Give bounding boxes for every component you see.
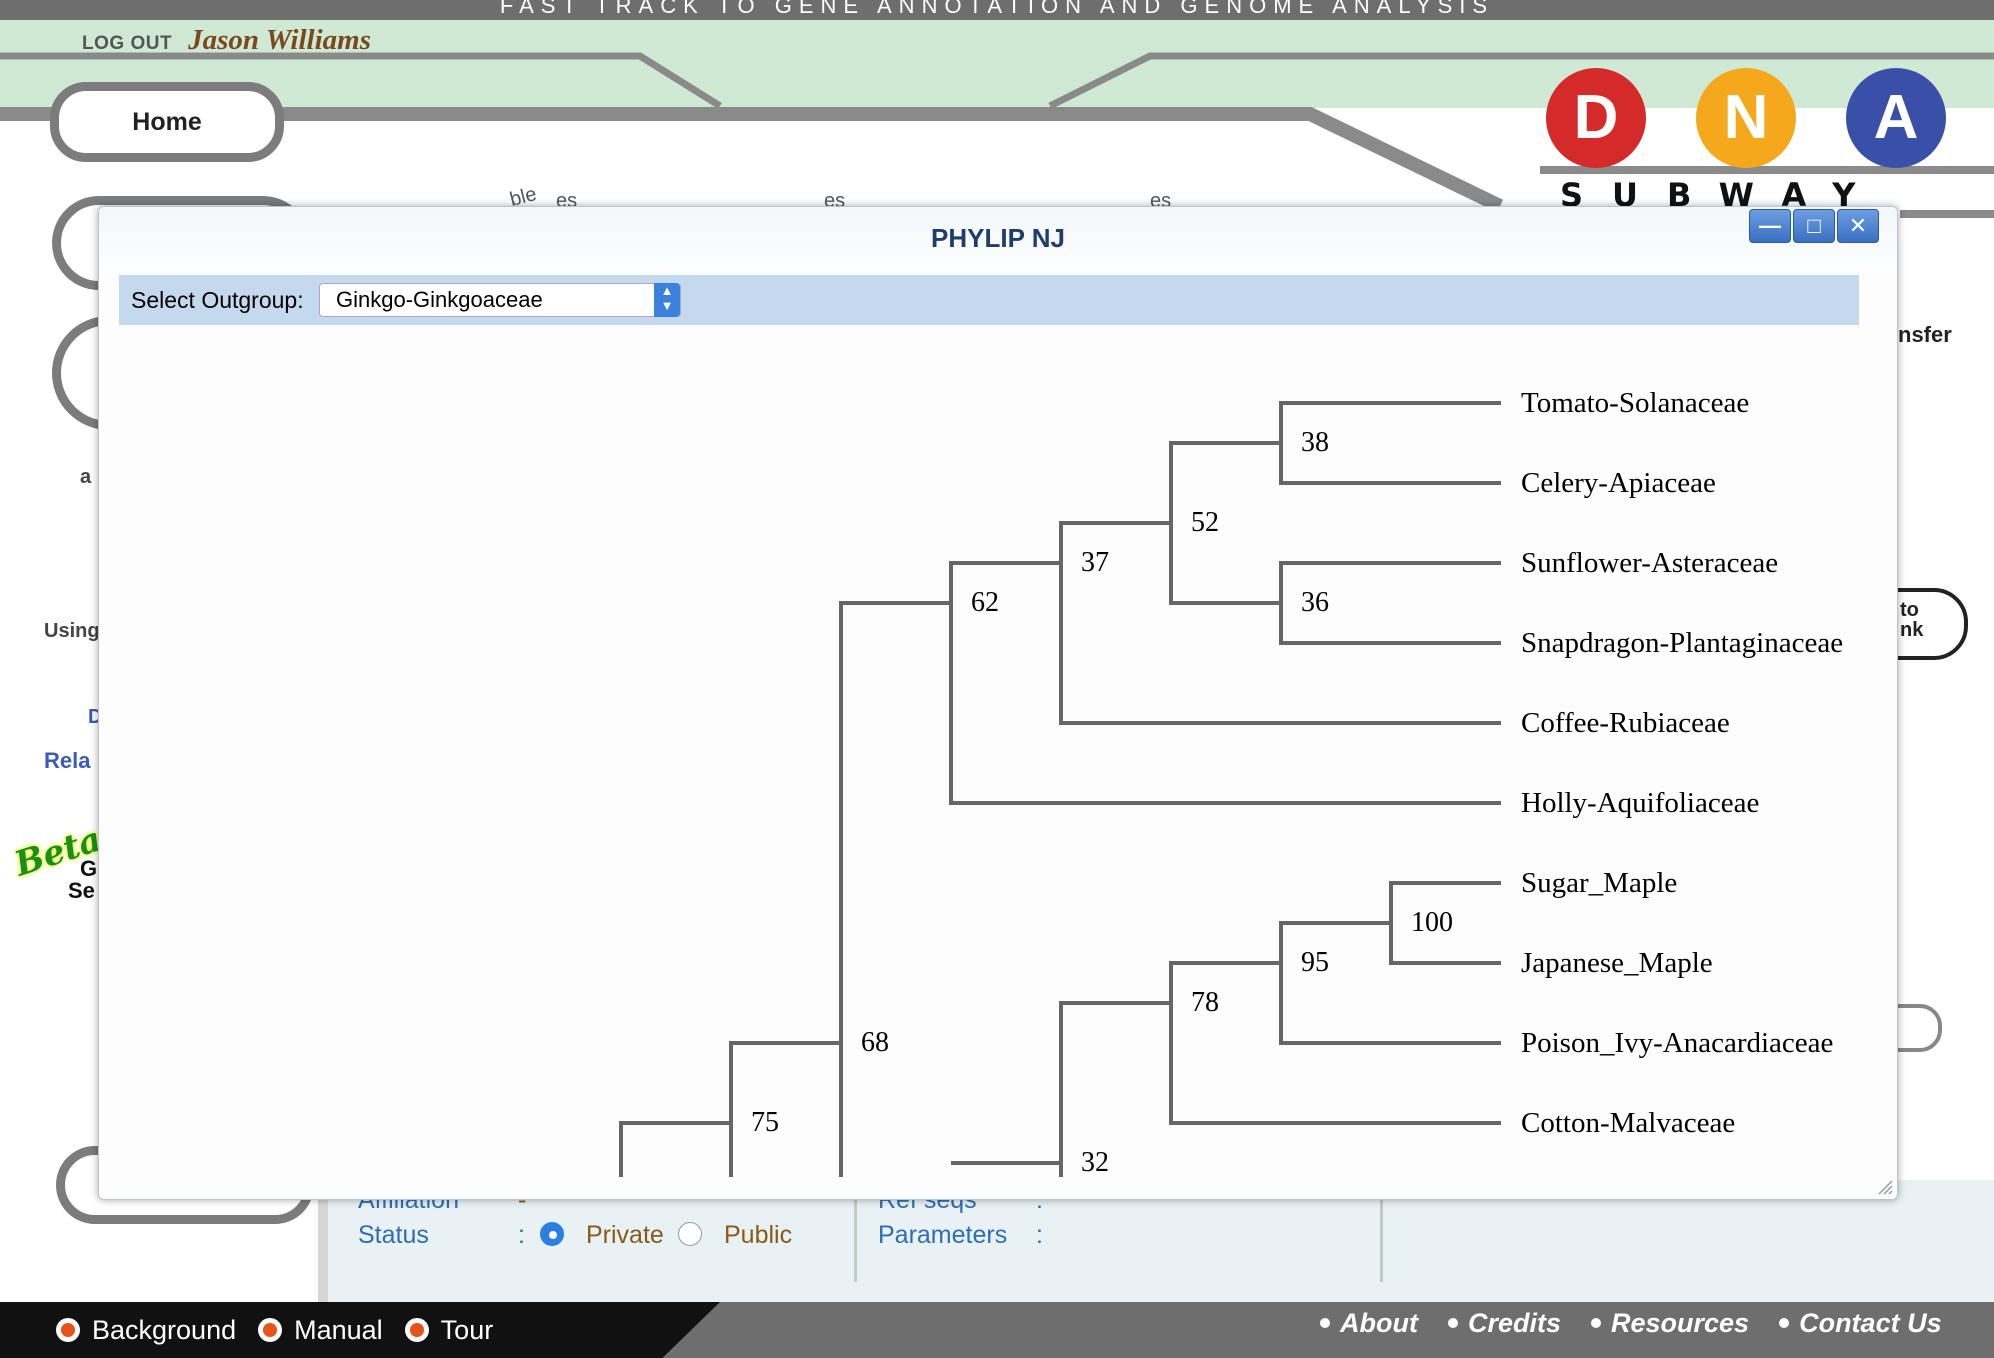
taxon-label: Celery-Apiaceae	[1521, 467, 1716, 499]
close-icon[interactable]: ✕	[1837, 209, 1879, 243]
bullet-icon	[404, 1318, 429, 1342]
user-bar: LOG OUT Jason Williams	[82, 24, 371, 56]
footer-manual-label: Manual	[294, 1314, 383, 1345]
logo-d-circle: D	[1546, 68, 1646, 168]
logo-n-circle: N	[1696, 68, 1796, 168]
bg-button-line-1: to	[1900, 599, 1919, 621]
public-label: Public	[724, 1221, 793, 1249]
logo-letter-d: D	[1573, 83, 1619, 152]
phylip-modal: PHYLIP NJ — □ ✕ Select Outgroup: Ginkgo-…	[98, 206, 1898, 1200]
bg-fragment-se: Se	[68, 878, 95, 903]
bg-fragment-a: a	[80, 466, 92, 488]
taxon-label: Sunflower-Asteraceae	[1521, 547, 1778, 579]
top-banner: FAST TRACK TO GENE ANNOTATION AND GENOME…	[0, 0, 1994, 20]
taxon-label: Japanese_Maple	[1521, 947, 1713, 979]
parameters-label: Parameters	[878, 1221, 1008, 1249]
taxon-label: Cotton-Malvaceae	[1521, 1107, 1735, 1139]
bootstrap-value: 52	[1191, 507, 1219, 538]
footer-background-link[interactable]: Background	[56, 1315, 236, 1346]
bootstrap-value: 37	[1081, 547, 1109, 578]
footer-about-link[interactable]: About	[1320, 1308, 1418, 1339]
outgroup-selected-value: Ginkgo-Ginkgoaceae	[336, 287, 543, 312]
status-label: Status	[358, 1221, 429, 1249]
refseqs-colon: :	[1036, 1186, 1043, 1214]
bootstrap-value: 68	[861, 1027, 889, 1058]
footer-right-links: About Credits Resources Contact Us	[1320, 1302, 1942, 1344]
footer-contact-link[interactable]: Contact Us	[1779, 1308, 1942, 1339]
radio-private[interactable]	[540, 1222, 564, 1246]
outgroup-select[interactable]: Ginkgo-Ginkgoaceae ▲▼	[319, 283, 681, 317]
bullet-icon	[258, 1318, 283, 1342]
logout-link[interactable]: LOG OUT	[82, 33, 173, 54]
home-button[interactable]: Home	[50, 82, 284, 162]
panel-left-border	[318, 1180, 328, 1302]
username: Jason Williams	[188, 24, 371, 56]
resize-grip-icon[interactable]	[1875, 1177, 1893, 1195]
radio-public[interactable]	[678, 1222, 702, 1246]
banner-text: FAST TRACK TO GENE ANNOTATION AND GENOME…	[499, 0, 1495, 18]
maximize-icon[interactable]: □	[1793, 209, 1835, 243]
footer-resources-link[interactable]: Resources	[1591, 1308, 1749, 1339]
minimize-icon[interactable]: —	[1749, 209, 1791, 243]
footer-background-label: Background	[92, 1314, 237, 1345]
footer-tour-label: Tour	[440, 1314, 494, 1345]
taxon-label: Tomato-Solanaceae	[1521, 387, 1749, 419]
bootstrap-value: 100	[1411, 907, 1453, 938]
footer-left	[0, 1302, 720, 1358]
affiliation-value: -	[518, 1186, 527, 1214]
bg-fragment-rela: Rela	[44, 748, 91, 773]
bootstrap-value: 36	[1301, 587, 1329, 618]
select-arrows-icon: ▲▼	[654, 283, 680, 317]
window-controls: — □ ✕	[1749, 209, 1879, 243]
taxon-label: Coffee-Rubiaceae	[1521, 707, 1730, 739]
parameters-colon: :	[1036, 1221, 1043, 1249]
bootstrap-value: 78	[1191, 987, 1219, 1018]
bootstrap-value: 32	[1081, 1147, 1109, 1177]
project-panel	[318, 1180, 1994, 1302]
taxon-label: Holly-Aquifoliaceae	[1521, 787, 1759, 819]
bg-fragment-g: G	[80, 856, 98, 881]
phylogenetic-tree: 38 52 36 37 62 100 95 78 32 68 75 Tomato…	[619, 387, 1843, 1177]
status-colon: :	[518, 1221, 525, 1249]
panel-divider	[1380, 1190, 1383, 1282]
bg-button-line-2: nk	[1900, 619, 1924, 641]
footer-tour-link[interactable]: Tour	[404, 1314, 494, 1346]
private-label: Private	[586, 1221, 664, 1249]
bg-fragment-using: Using	[44, 620, 100, 642]
logo-a-circle: A	[1846, 68, 1946, 168]
bootstrap-value: 75	[751, 1107, 779, 1138]
taxon-label: Sugar_Maple	[1521, 867, 1677, 899]
taxon-label: Snapdragon-Plantaginaceae	[1521, 627, 1843, 659]
bootstrap-value: 95	[1301, 947, 1329, 978]
taxon-label: Poison_Ivy-Anacardiaceae	[1521, 1027, 1833, 1059]
bootstrap-value: 62	[971, 587, 999, 618]
bg-fragment-transfer: nsfer	[1898, 322, 1952, 347]
header-band	[0, 20, 1994, 108]
footer-manual-link[interactable]: Manual	[258, 1315, 383, 1346]
footer-left-items: Background Manual Tour	[56, 1302, 493, 1358]
bullet-icon	[56, 1318, 80, 1342]
logo-letter-n: N	[1723, 83, 1769, 152]
logo-letter-a: A	[1873, 83, 1919, 152]
outgroup-bar: Select Outgroup: Ginkgo-Ginkgoaceae ▲▼	[119, 275, 1859, 325]
subway-lines	[0, 52, 1994, 218]
panel-divider	[854, 1190, 857, 1282]
modal-title: PHYLIP NJ	[99, 207, 1897, 267]
footer-credits-link[interactable]: Credits	[1448, 1308, 1561, 1339]
outgroup-label: Select Outgroup:	[131, 287, 304, 313]
bootstrap-value: 38	[1301, 427, 1329, 458]
